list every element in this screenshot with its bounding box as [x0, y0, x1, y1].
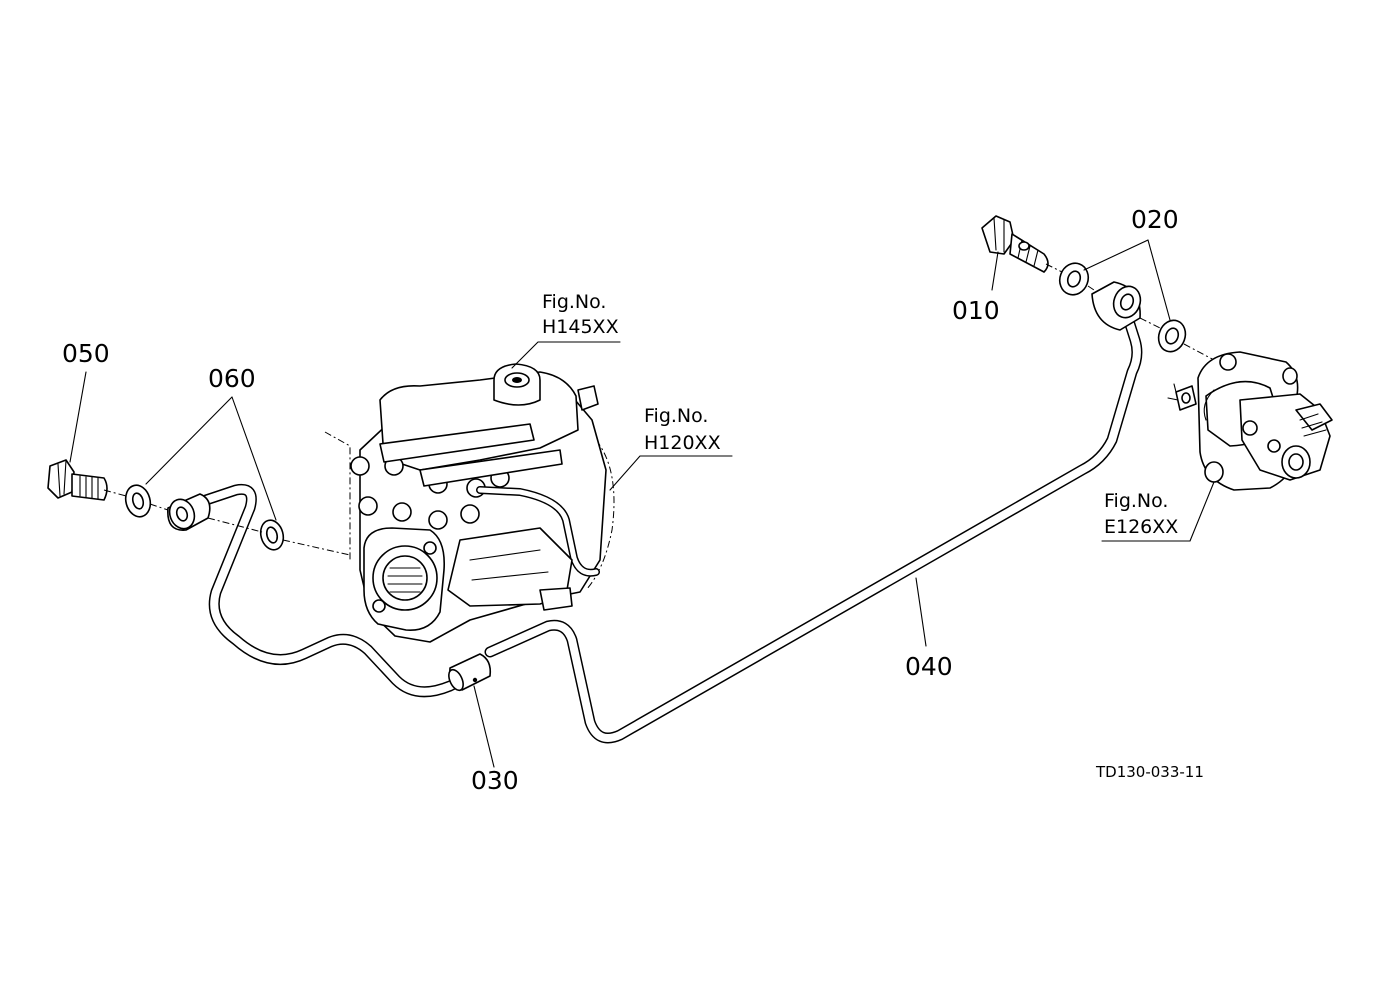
fig-ref-e126-label: Fig.No. [1104, 490, 1168, 512]
assembly-axis-right [1045, 263, 1215, 361]
fig-ref-h120-number: H120XX [644, 432, 721, 454]
banjo-eye-fitting-right [1091, 281, 1142, 331]
leader-lines [69, 239, 1215, 768]
washer-060-right [259, 519, 285, 551]
fig-ref-h145-number: H145XX [542, 316, 619, 338]
assembly-axis-left [103, 489, 351, 556]
washer-020-lower [1157, 319, 1187, 353]
banjo-eye-fitting [167, 493, 211, 531]
callout-050: 050 [62, 339, 110, 368]
fig-ref-e126-number: E126XX [1104, 516, 1178, 538]
fig-ref-h145-label: Fig.No. [542, 291, 606, 313]
fuel-component-e126 [1167, 351, 1333, 491]
washer-060-left [124, 484, 152, 518]
callout-010: 010 [952, 296, 1000, 325]
callout-020: 020 [1131, 205, 1179, 234]
callout-060: 060 [208, 364, 256, 393]
pipe-030 [200, 483, 468, 698]
callout-040: 040 [905, 652, 953, 681]
pipe-joint-sleeve [448, 653, 492, 692]
injection-pump-assembly [324, 363, 615, 643]
banjo-bolt-050 [47, 459, 108, 501]
washer-020-upper [1058, 262, 1090, 296]
fig-ref-h120-label: Fig.No. [644, 405, 708, 427]
pipe-040 [484, 312, 1143, 744]
drawing-code: TD130-033-11 [1095, 763, 1204, 781]
banjo-bolt-010 [981, 215, 1049, 273]
callout-030: 030 [471, 766, 519, 795]
